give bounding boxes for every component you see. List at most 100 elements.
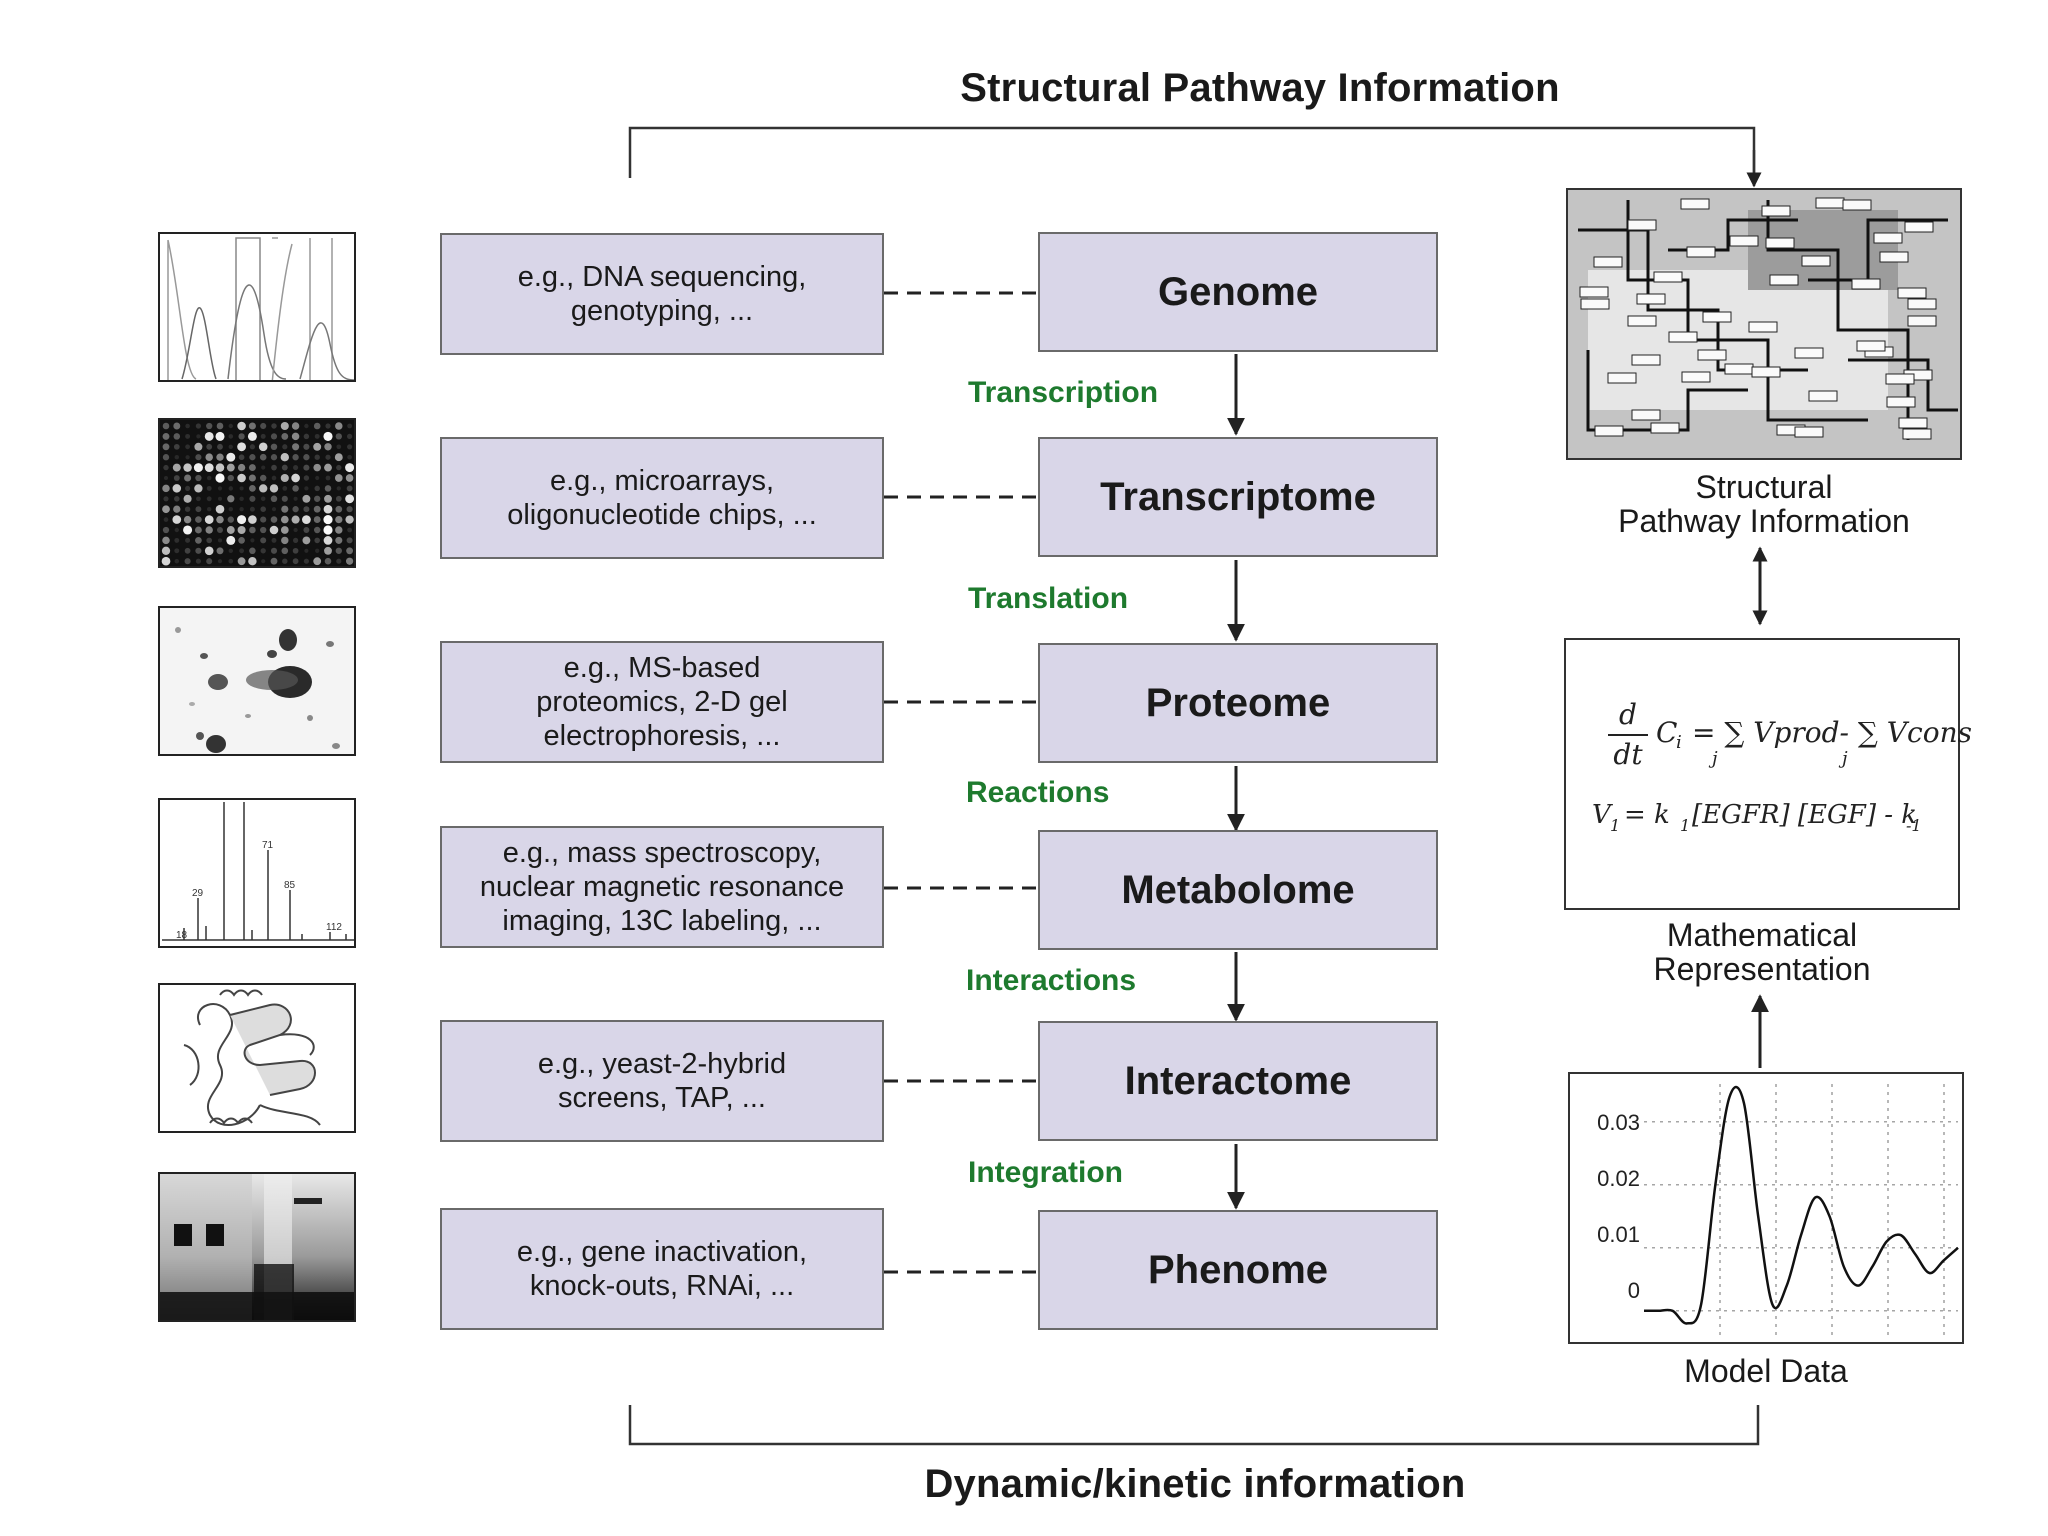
microarray-spot xyxy=(184,558,191,565)
map-node xyxy=(1851,278,1881,290)
microarray-spot xyxy=(163,517,169,522)
microarray-spot xyxy=(345,515,354,524)
microarray-spot xyxy=(247,431,257,441)
microarray-spot xyxy=(204,463,214,473)
map-node xyxy=(1873,232,1903,244)
microarray-spot xyxy=(260,548,266,554)
microarray-spot xyxy=(227,516,234,523)
microarray-spot xyxy=(324,494,332,503)
eq-tail: [EGFR] [EGF] - k xyxy=(1692,800,1918,830)
microarray-spot xyxy=(324,443,332,451)
microarray-spot xyxy=(185,444,190,450)
microarray-spot xyxy=(335,495,342,502)
microarray-spot xyxy=(336,486,341,491)
microarray-spot xyxy=(304,486,309,491)
transcriptome-methods: e.g., microarrays, oligonucleotide chips… xyxy=(440,437,884,559)
microarray-spot xyxy=(195,516,202,523)
microarray-spot xyxy=(303,475,310,481)
microarray-spot xyxy=(270,454,278,461)
microarray-spot xyxy=(270,557,278,565)
microarray-spot xyxy=(281,464,288,471)
y-tick-label: 0.01 xyxy=(1597,1222,1640,1247)
interactome-methods: e.g., yeast-2-hybrid screens, TAP, ... xyxy=(440,1020,884,1142)
eq-c-sub: i xyxy=(1676,732,1682,753)
microarray-spot xyxy=(249,495,256,502)
microarray-spot xyxy=(162,526,170,534)
microarray-spot xyxy=(292,506,299,513)
eq-dt: dt xyxy=(1613,738,1643,771)
microarray-spot xyxy=(313,557,322,566)
microarray-spot xyxy=(291,422,300,430)
microarray-spot xyxy=(347,423,353,429)
map-node xyxy=(1794,347,1824,359)
model-data-chart: 0.03 0.02 0.01 0 xyxy=(1568,1072,1964,1344)
map-node xyxy=(1751,366,1781,378)
microarray-spot xyxy=(205,453,213,461)
map-node xyxy=(1697,349,1727,361)
microarray-spot xyxy=(216,515,224,524)
microarray-spot xyxy=(250,538,255,543)
microarray-spot xyxy=(173,433,181,440)
ms-peak-label: 71 xyxy=(262,840,274,851)
microarray-spot xyxy=(183,525,193,535)
gel-electrophoresis-thumbnail xyxy=(158,1172,356,1322)
microarray-spot xyxy=(228,506,234,512)
map-node xyxy=(1686,246,1716,258)
microarray-spot xyxy=(226,526,235,534)
microarray-spot xyxy=(228,548,234,554)
microarray-spot xyxy=(237,442,247,452)
microarray-spot xyxy=(248,474,256,482)
map-node xyxy=(1607,372,1637,384)
microarray-spot xyxy=(227,474,234,482)
microarray-spot xyxy=(345,494,354,504)
map-node xyxy=(1580,298,1610,310)
map-node xyxy=(1681,371,1711,383)
microarray-spot xyxy=(195,537,202,544)
microarray-spot xyxy=(217,486,223,491)
microarray-spot xyxy=(314,495,321,502)
microarray-spot xyxy=(270,547,278,554)
microarray-spot xyxy=(248,422,256,430)
microarray-spot xyxy=(324,546,332,555)
map-node xyxy=(1794,426,1824,438)
microarray-spot xyxy=(303,443,310,450)
microarray-spot xyxy=(216,422,224,430)
microarray-spot xyxy=(293,496,298,501)
microarray-spot xyxy=(313,505,321,513)
microarray-spot xyxy=(271,423,277,429)
map-pathway-line xyxy=(1848,358,1958,412)
microarray-spot xyxy=(323,536,333,545)
map-node xyxy=(1856,340,1886,352)
metabolome-box: Metabolome xyxy=(1038,830,1438,950)
microarray-spot xyxy=(228,558,234,564)
eq-c: C xyxy=(1656,716,1678,749)
microarray-spot xyxy=(282,558,288,564)
metabolome-methods: e.g., mass spectroscopy, nuclear magneti… xyxy=(440,826,884,948)
microarray-spot xyxy=(195,558,201,564)
map-node xyxy=(1801,255,1831,267)
microarray-spot xyxy=(238,454,245,461)
map-node xyxy=(1907,315,1937,327)
microarray-spot xyxy=(217,538,223,543)
microarray-spot xyxy=(206,422,213,430)
microarray-spot xyxy=(313,463,321,472)
microarray-spot xyxy=(194,526,202,534)
microarray-spot xyxy=(206,485,212,491)
microarray-spot xyxy=(161,556,171,566)
microarray-spot xyxy=(313,422,321,430)
microarray-spot xyxy=(334,453,343,462)
microarray-spot xyxy=(249,526,256,534)
microarray-spot xyxy=(193,463,203,473)
microarray-spot xyxy=(226,463,235,472)
microarray-spot xyxy=(206,443,213,450)
microarray-spot xyxy=(196,496,201,502)
microarray-spot xyxy=(345,557,354,565)
microarray-spot xyxy=(185,537,191,543)
microarray-spot xyxy=(162,505,170,514)
microarray-spot xyxy=(314,454,320,460)
eq-sum: = ∑ Vprod- ∑ Vcons xyxy=(1692,716,1972,749)
map-node xyxy=(1631,354,1661,366)
microarray-spot xyxy=(347,527,353,533)
microarray-spot xyxy=(282,444,288,450)
microarray-spot xyxy=(184,474,192,482)
